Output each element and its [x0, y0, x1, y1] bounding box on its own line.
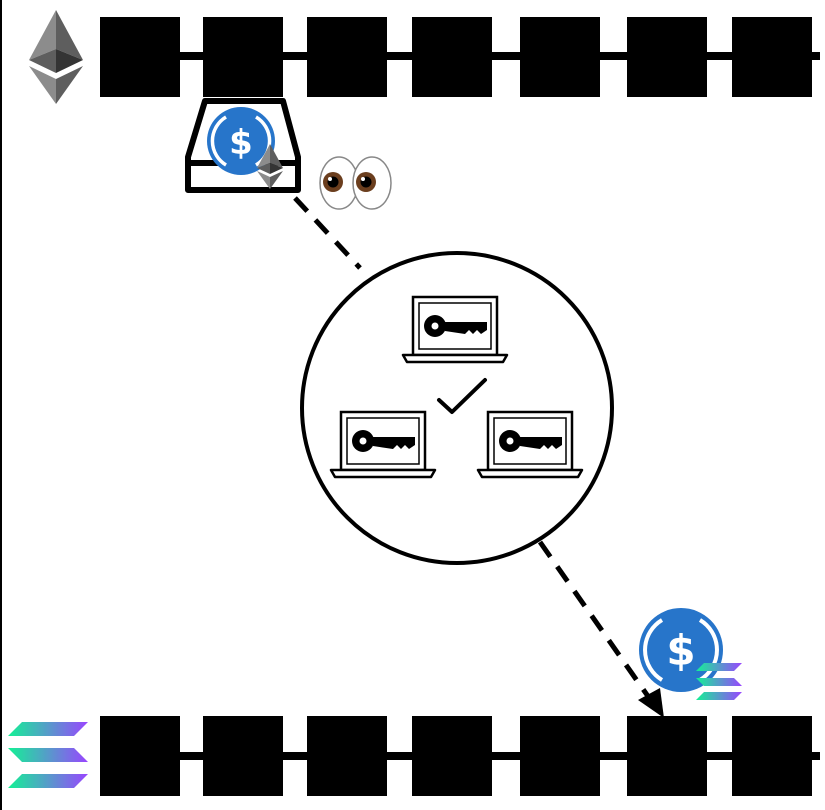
dollar-sign: $ — [229, 123, 253, 163]
solana-block-6 — [627, 716, 707, 796]
ethereum-block-4 — [412, 17, 492, 97]
dashed-connector-upper — [293, 196, 362, 270]
solana-block-2 — [203, 716, 283, 796]
left-border — [0, 0, 2, 810]
solana-chain — [100, 716, 820, 796]
validator-laptop-top — [401, 295, 509, 364]
ethereum-logo-icon — [29, 10, 83, 104]
ethereum-block-1 — [100, 17, 180, 97]
usdc-coin-icon: $ — [207, 107, 275, 175]
solana-block-5 — [520, 716, 600, 796]
validator-laptop-right — [476, 410, 584, 479]
solana-block-7 — [732, 716, 812, 796]
solana-block-3 — [307, 716, 387, 796]
solana-small-icon — [696, 663, 742, 700]
eyes-emoji-icon — [319, 156, 392, 210]
ethereum-block-5 — [520, 17, 600, 97]
checkmark-icon — [437, 378, 487, 414]
ethereum-small-icon — [257, 144, 283, 189]
ethereum-block-6 — [627, 17, 707, 97]
arrowhead — [638, 688, 664, 718]
validator-laptop-left — [329, 410, 437, 479]
ethereum-chain — [100, 17, 820, 97]
ethereum-block-3 — [307, 17, 387, 97]
dashed-connector-lower — [537, 540, 655, 704]
ethereum-block-2 — [203, 17, 283, 97]
solana-block-4 — [412, 716, 492, 796]
solana-logo-icon — [8, 722, 88, 788]
solana-block-1 — [100, 716, 180, 796]
dollar-sign: $ — [666, 626, 695, 675]
ethereum-block-7 — [732, 17, 812, 97]
